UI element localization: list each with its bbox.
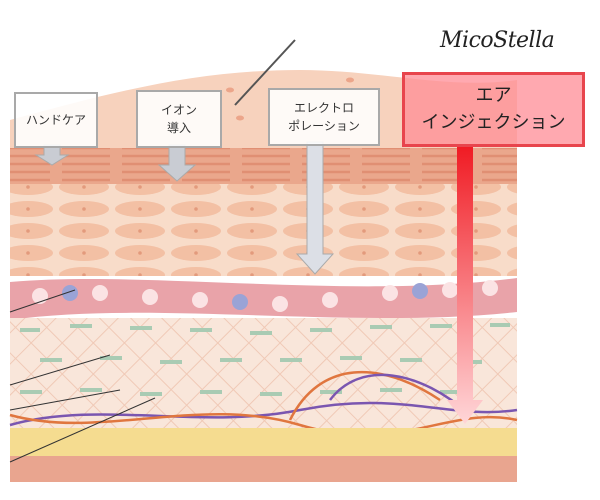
epidermis-cells [10,184,517,276]
ion-arrow-icon [157,144,197,182]
ion-label: イオン 導入 [136,90,222,148]
hand-care-label: ハンドケア [14,92,98,148]
air-injection-label: エア インジェクション [402,72,585,147]
muscle-layer [10,456,517,482]
electroporation-label: エレクトロ ポレーション [268,88,380,146]
brand-logo: MicoStella [440,28,555,53]
electroporation-arrow-icon [295,141,335,275]
air-injection-arrow-icon [447,147,483,424]
pointer-lines [9,289,156,463]
blood-vessel-layer [10,278,517,320]
stratum-corneum [10,148,517,184]
hair [234,39,296,106]
dermis [10,318,517,428]
collagen-fibers [20,323,510,396]
fat-layer [10,428,517,456]
